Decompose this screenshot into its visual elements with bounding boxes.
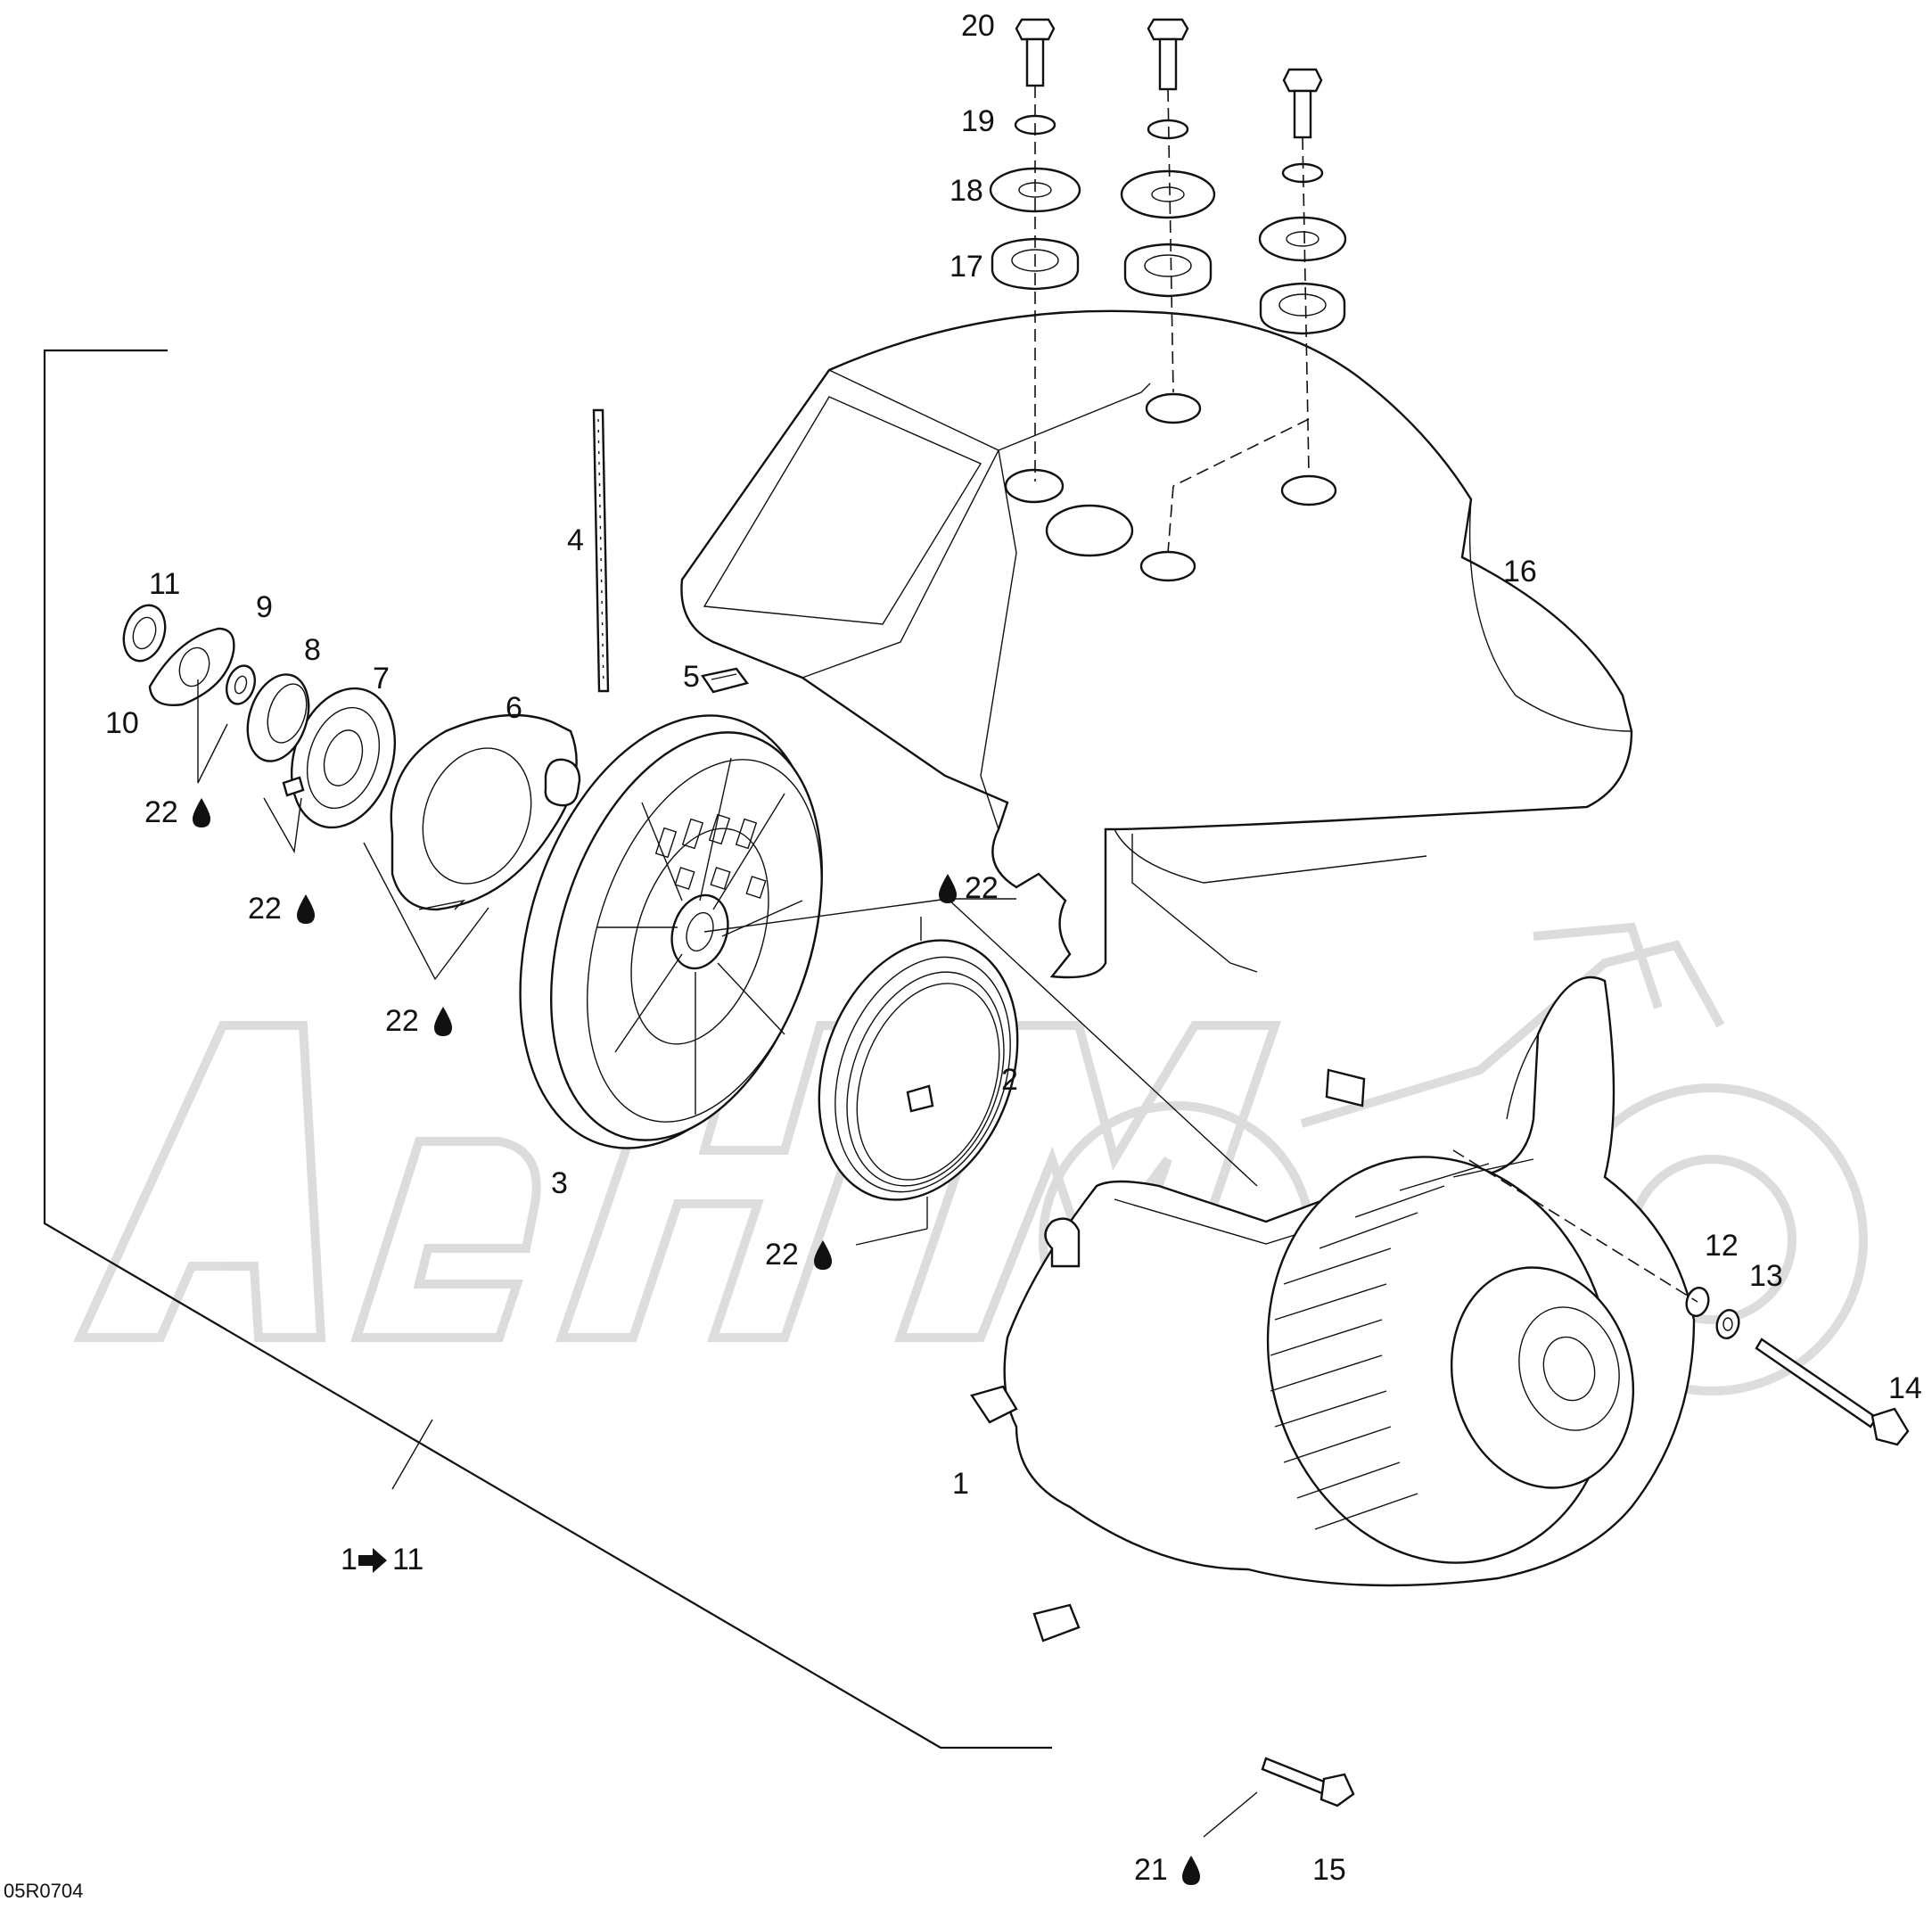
oil-drop-icon xyxy=(814,1240,832,1270)
callout-19: 19 xyxy=(961,104,995,138)
callout-7: 7 xyxy=(373,662,390,696)
recoil-spring-part-2 xyxy=(818,939,1019,1201)
oil-drop-icon xyxy=(193,798,210,827)
bolt-stack-right xyxy=(1167,68,1347,554)
oil-drop-icon xyxy=(1182,1856,1200,1885)
washer-part-9 xyxy=(225,664,257,705)
callout-9: 9 xyxy=(256,590,273,624)
lubricant-callouts: 22 22 22 22 22 21 xyxy=(144,795,1200,1887)
callout-15: 15 xyxy=(1312,1853,1346,1887)
bushing-part-8 xyxy=(246,673,310,762)
callout-14: 14 xyxy=(1888,1371,1922,1405)
lube-callout-21: 21 xyxy=(1134,1853,1168,1887)
lube-callout-22-b: 22 xyxy=(248,892,282,926)
assembly-bracket xyxy=(43,349,1052,1749)
callout-labels: 1 2 3 4 5 6 7 8 9 10 11 12 13 14 15 16 1… xyxy=(105,9,1922,1887)
callout-20: 20 xyxy=(961,9,995,43)
callout-13: 13 xyxy=(1749,1259,1783,1293)
callout-2: 2 xyxy=(1001,1063,1018,1097)
housing-fins xyxy=(1270,1158,1534,1530)
sheave-slots xyxy=(654,813,767,899)
clip-part-11 xyxy=(122,604,167,663)
cover-housing-part-16 xyxy=(680,309,1633,979)
bolt-part-15 xyxy=(1261,1757,1355,1807)
callout-16: 16 xyxy=(1503,555,1537,589)
callout-12: 12 xyxy=(1705,1229,1739,1263)
bolt-stack-middle xyxy=(1120,18,1216,393)
callout-6: 6 xyxy=(506,691,522,725)
lube-callout-22-c: 22 xyxy=(385,1004,419,1038)
callout-18: 18 xyxy=(950,174,983,208)
leader-lines xyxy=(197,679,1258,1838)
oil-drop-icon xyxy=(939,874,957,903)
callout-17: 17 xyxy=(950,250,983,284)
lube-callout-22-d: 22 xyxy=(965,871,999,905)
sheave-spokes xyxy=(597,757,803,1115)
washer-part-13 xyxy=(1715,1309,1740,1339)
callout-5: 5 xyxy=(683,660,700,694)
pawl-part-5 xyxy=(701,667,750,694)
spring-cover-part-6 xyxy=(390,713,581,911)
oil-drop-icon xyxy=(297,894,315,924)
callout-10: 10 xyxy=(105,706,139,740)
bolt-part-14 xyxy=(1755,1338,1910,1446)
lube-callout-22-e: 22 xyxy=(765,1238,799,1272)
plate-part-10 xyxy=(148,627,235,706)
arrow-right-icon xyxy=(358,1548,387,1573)
starter-rope-part-4 xyxy=(592,408,610,693)
assembly-range-from: 1 xyxy=(341,1543,358,1577)
bolt-stack-left xyxy=(989,18,1081,482)
oil-drop-icon xyxy=(434,1007,452,1036)
callout-1: 1 xyxy=(952,1467,969,1501)
callout-11: 11 xyxy=(149,567,180,601)
callout-3: 3 xyxy=(551,1166,568,1200)
callout-4: 4 xyxy=(567,523,584,557)
assembly-range-label: 1 11 xyxy=(341,1543,423,1577)
rope-sheave-part-3 xyxy=(519,714,824,1149)
starter-housing-part-1 xyxy=(970,976,1696,1642)
assembly-range-to: 11 xyxy=(392,1543,423,1577)
drawing-code: 05R0704 xyxy=(4,1880,83,1902)
callout-8: 8 xyxy=(304,633,321,667)
lube-callout-22-a: 22 xyxy=(144,795,178,829)
